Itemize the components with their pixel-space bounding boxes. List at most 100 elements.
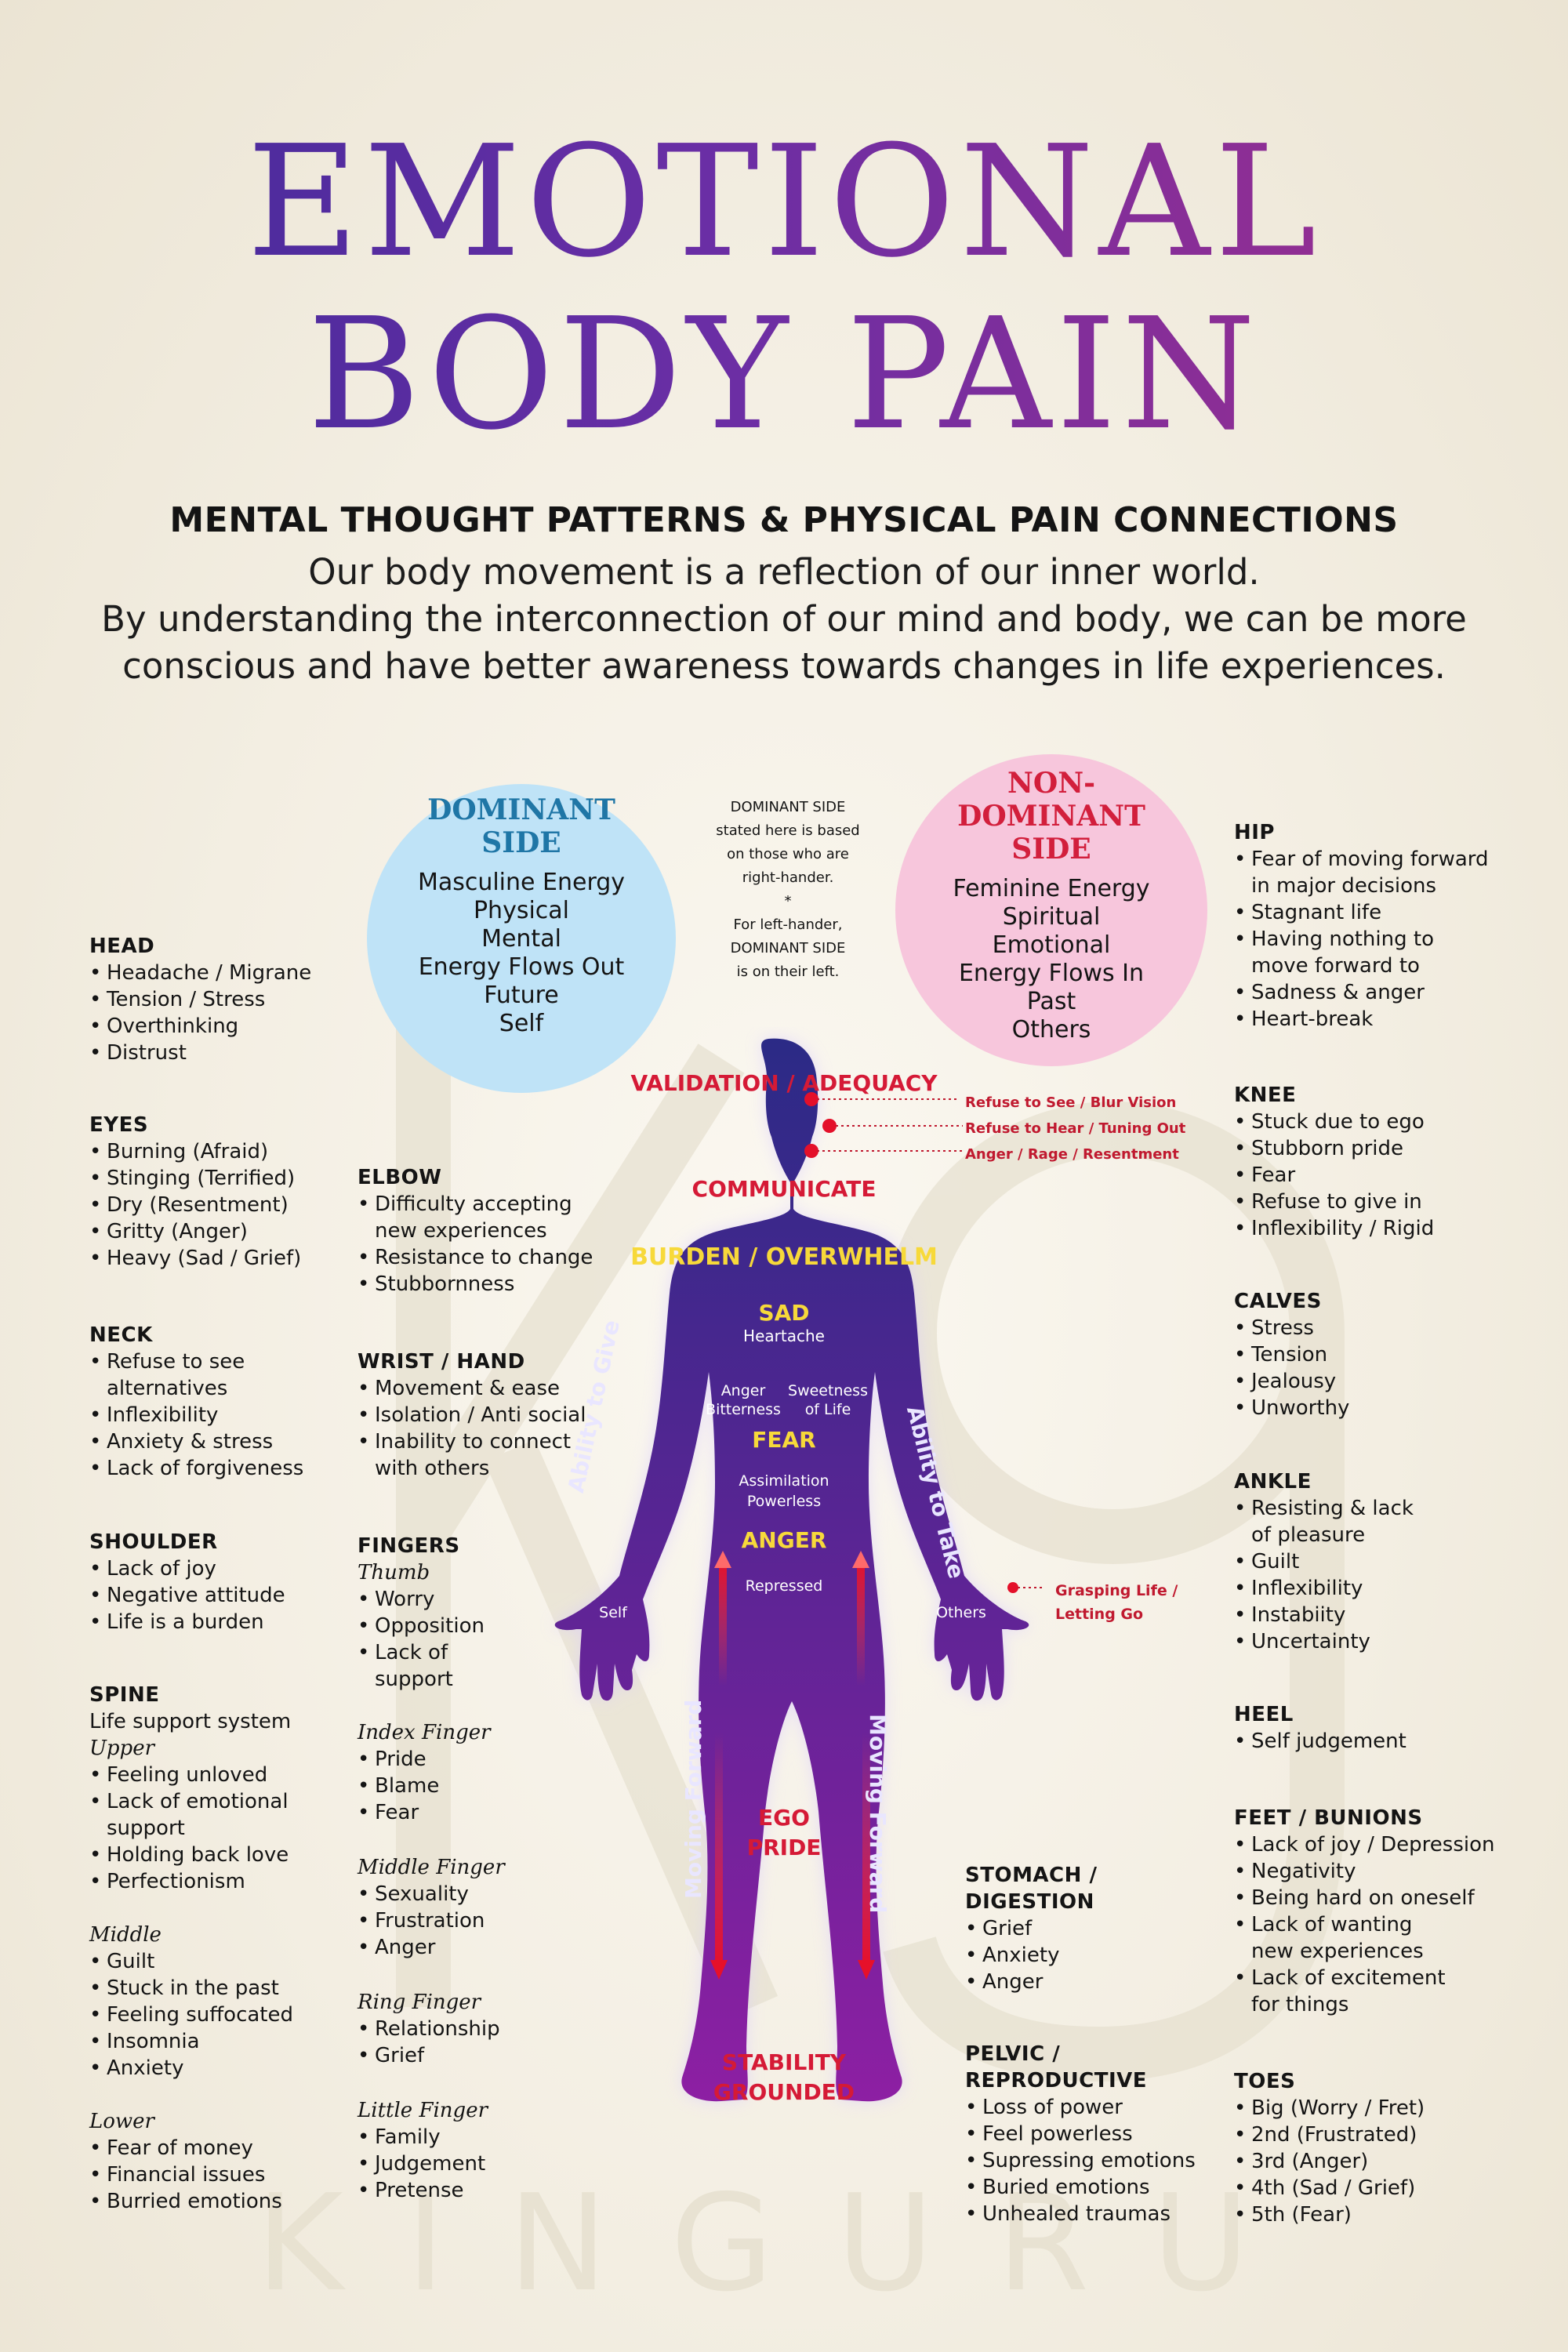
section-list: Refuse to seealternativesInflexibilityAn… (89, 1348, 303, 1482)
list-item: Feeling suffocated (89, 2002, 293, 2028)
list-item: Negative attitude (89, 1582, 285, 1609)
section-neck: NECKRefuse to seealternativesInflexibili… (89, 1322, 303, 1482)
note-line: Grasping Life / (1055, 1582, 1178, 1599)
dominant-item: Mental (481, 925, 561, 953)
note-line: For left-hander, (733, 916, 843, 933)
list-item: Instabiity (1234, 1602, 1414, 1628)
body-figure (554, 1038, 1043, 2102)
list-item: Frustration (358, 1907, 505, 1934)
list-item: Isolation / Anti social (358, 1402, 586, 1428)
non-dominant-side-title: NON- DOMINANT SIDE (895, 767, 1207, 866)
section-heading: TOES (1234, 2070, 1296, 2093)
note-anger-rage: Anger / Rage / Resentment (965, 1146, 1179, 1163)
list-item: Anxiety (965, 1942, 1097, 1969)
list-item: Headache / Migrane (89, 960, 311, 986)
non-dominant-item: Spiritual (1002, 903, 1101, 931)
list-item: Refuse to give in (1234, 1189, 1434, 1215)
list-item: Loss of power (965, 2094, 1196, 2121)
list-item: Lack of joy / Depression (1234, 1831, 1495, 1858)
little-finger-label: Little Finger (358, 2099, 488, 2122)
list-item: Insomnia (89, 2028, 293, 2055)
list-item: Inflexibility (89, 1402, 303, 1428)
section-heading: CALVES (1234, 1290, 1322, 1313)
section-heading: ELBOW (358, 1166, 442, 1189)
section-pelvic: PELVIC / REPRODUCTIVE Loss of powerFeel … (965, 2041, 1196, 2227)
section-heading: HEEL (1234, 1703, 1294, 1726)
list-item: Life is a burden (89, 1609, 285, 1635)
label-line: Powerless (746, 1493, 822, 1510)
pelvic-heading: REPRODUCTIVE (965, 2069, 1148, 2092)
section-heading: ANKLE (1234, 1470, 1312, 1494)
ring-finger-list: RelationshipGrief (358, 2016, 505, 2069)
label-burden: BURDEN / OVERWHELM (630, 1243, 938, 1271)
label-sweetness: Sweetness of Life (781, 1381, 875, 1419)
non-dominant-item: Energy Flows In (958, 960, 1145, 987)
list-item: Negativity (1234, 1858, 1495, 1885)
arrow-right-leg (858, 1733, 875, 1980)
intro-line: By understanding the interconnection of … (101, 598, 1467, 640)
arrow-right-torso (852, 1551, 869, 1686)
non-dominant-side-circle: NON- DOMINANT SIDE Feminine Energy Spiri… (895, 754, 1207, 1066)
label-line: Assimilation (739, 1472, 829, 1490)
section-fingers: FINGERS Thumb WorryOppositionLack ofsupp… (358, 1533, 505, 2204)
list-item: Blame (358, 1773, 505, 1799)
spine-middle-label: Middle (89, 1923, 162, 1947)
arrow-left-leg (710, 1733, 728, 1980)
list-item: Buried emotions (965, 2174, 1196, 2201)
jaw-dot (804, 1144, 818, 1158)
list-item: Opposition (358, 1613, 505, 1639)
section-heading: EYES (89, 1113, 149, 1137)
list-item: Fear (1234, 1162, 1434, 1189)
list-item: Heart-break (1234, 1006, 1489, 1033)
list-item: Lack of joy (89, 1555, 285, 1582)
section-head: HEADHeadache / MigraneTension / StressOv… (89, 933, 311, 1066)
label-line: Anger (720, 1382, 766, 1399)
section-list: StressTensionJealousyUnworthy (1234, 1315, 1349, 1421)
intro-line: Our body movement is a reflection of our… (308, 551, 1260, 593)
arrow-left-torso (714, 1551, 731, 1686)
list-item: Anxiety & stress (89, 1428, 303, 1455)
section-stomach: STOMACH / DIGESTION GriefAnxietyAnger (965, 1862, 1097, 1995)
title-line-2: BODY PAIN (0, 298, 1568, 452)
list-item: 4th (Sad / Grief) (1234, 2175, 1425, 2201)
intro-line: conscious and have better awareness towa… (122, 645, 1446, 687)
label-communicate: COMMUNICATE (691, 1176, 877, 1202)
note-line: on those who are (727, 846, 849, 862)
list-item: Tension / Stress (89, 986, 311, 1013)
list-item: Big (Worry / Fret) (1234, 2095, 1425, 2122)
label-line: Sweetness (788, 1382, 868, 1399)
fingers-heading: FINGERS (358, 1534, 460, 1558)
intro-text: Our body movement is a reflection of our… (0, 549, 1568, 690)
list-item: Feel powerless (965, 2121, 1196, 2147)
list-item: Sexuality (358, 1881, 505, 1907)
section-wrist-hand: WRIST / HANDMovement & easeIsolation / A… (358, 1348, 586, 1482)
pelvic-list: Loss of powerFeel powerlessSupressing em… (965, 2094, 1196, 2227)
list-item: Grief (965, 1915, 1097, 1942)
label-validation: VALIDATION / ADEQUACY (630, 1070, 938, 1096)
list-item: Stubbornness (358, 1271, 593, 1298)
section-toes: TOESBig (Worry / Fret)2nd (Frustrated)3r… (1234, 2068, 1425, 2228)
label-heartache: Heartache (743, 1327, 825, 1345)
note-refuse-to-hear: Refuse to Hear / Tuning Out (965, 1120, 1186, 1137)
label-anger: ANGER (741, 1527, 827, 1553)
dominant-item: Energy Flows Out (418, 953, 625, 981)
ring-finger-label: Ring Finger (358, 1991, 481, 2014)
little-finger-list: FamilyJudgementPretense (358, 2124, 505, 2204)
list-item: Stuck in the past (89, 1975, 293, 2002)
list-item: Tension (1234, 1341, 1349, 1368)
list-item: Distrust (89, 1040, 311, 1066)
non-dominant-title-line: NON- (1007, 767, 1096, 800)
list-item: Family (358, 2124, 505, 2151)
note-refuse-to-see: Refuse to See / Blur Vision (965, 1094, 1177, 1111)
list-item: Anger (965, 1969, 1097, 1995)
section-list: Stuck due to egoStubborn prideFearRefuse… (1234, 1109, 1434, 1242)
list-item: Anger (358, 1934, 505, 1961)
section-list: Self judgement (1234, 1728, 1406, 1755)
label-stability: STABILITY GROUNDED (690, 2048, 878, 2107)
